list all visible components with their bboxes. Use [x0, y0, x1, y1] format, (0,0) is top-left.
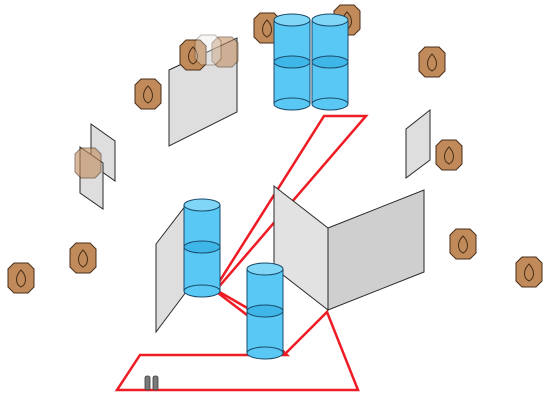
target-icon[interactable]: [69, 242, 97, 274]
target-icon[interactable]: [253, 12, 281, 44]
container-cylinder: [273, 13, 311, 111]
target-icon[interactable]: [7, 262, 35, 294]
container-cylinder: [311, 13, 349, 111]
target-icon[interactable]: [435, 139, 463, 171]
target-icon[interactable]: [449, 228, 477, 260]
wall-panel: [405, 108, 431, 179]
target-icon[interactable]: [194, 34, 222, 66]
wall-panel: [327, 189, 425, 311]
target-icon[interactable]: [74, 147, 102, 179]
player-start-icon[interactable]: [144, 375, 159, 391]
target-icon[interactable]: [134, 78, 162, 110]
target-icon[interactable]: [418, 46, 446, 78]
container-cylinder: [246, 262, 284, 360]
wall-panel: [155, 203, 187, 334]
container-cylinder: [183, 198, 221, 298]
target-icon[interactable]: [515, 256, 543, 288]
